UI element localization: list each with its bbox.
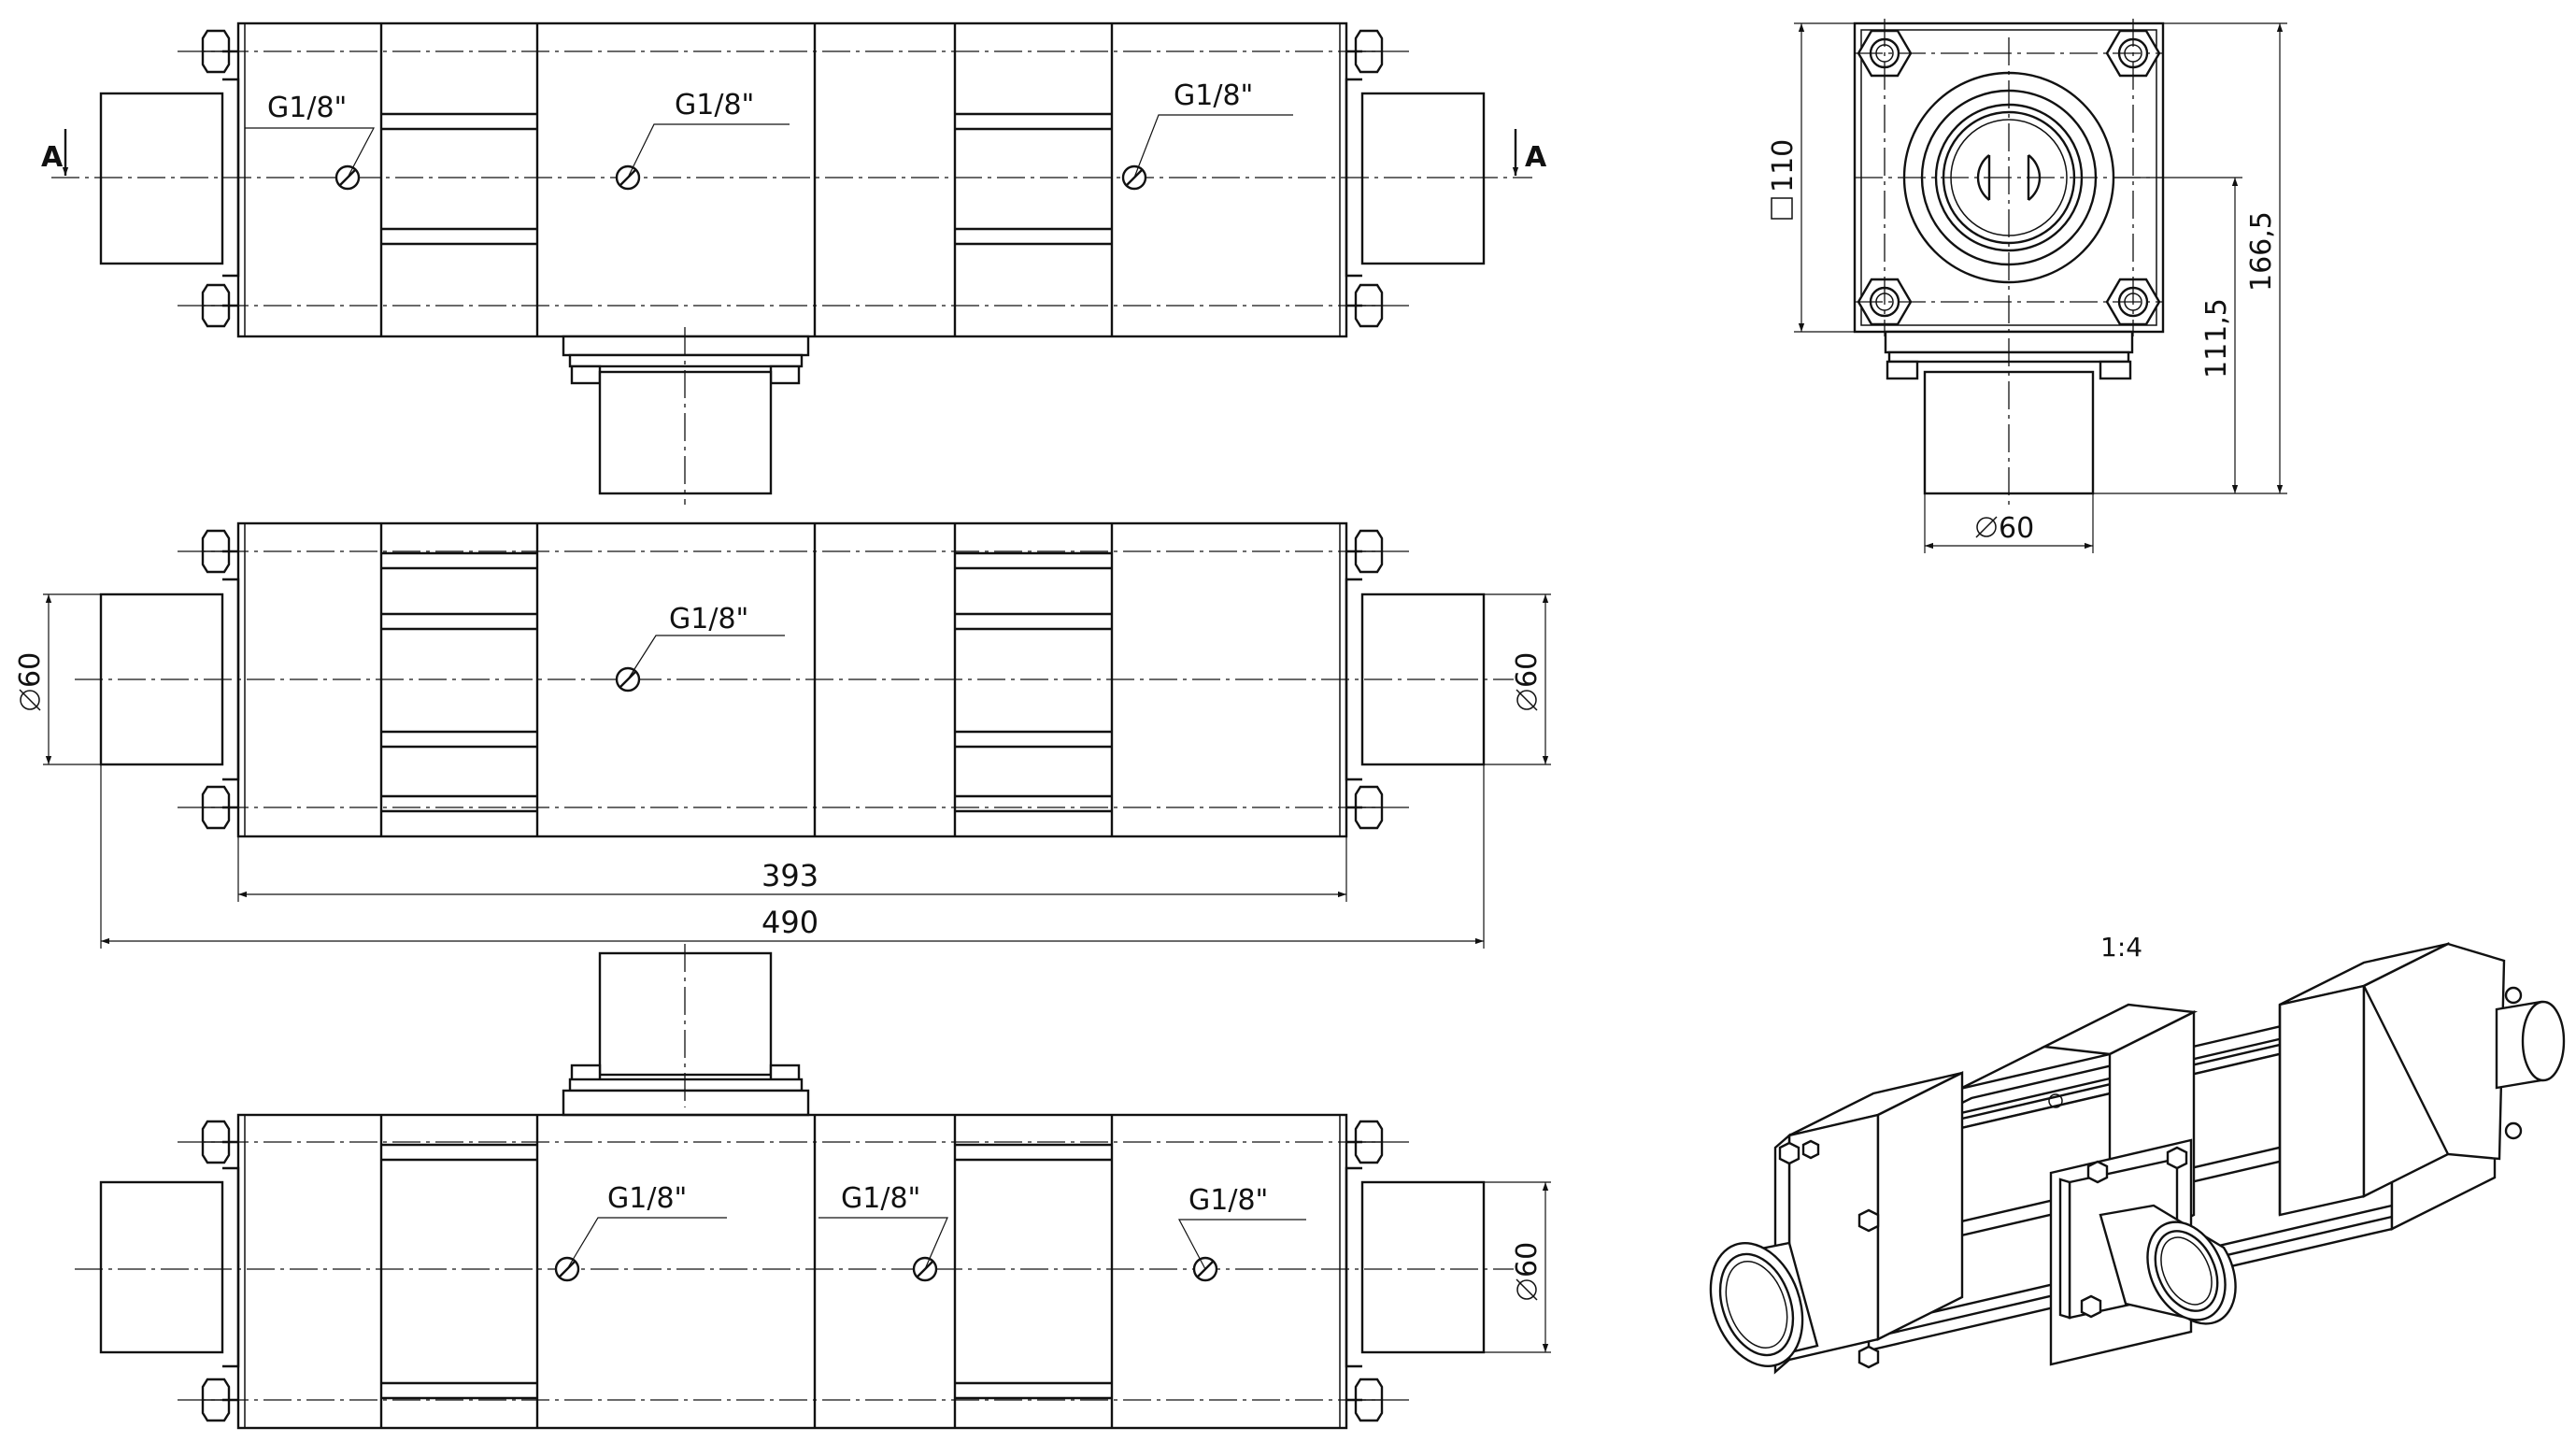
- body-outline: [236, 1113, 1348, 1430]
- dim-square-110: 110: [1767, 22, 1855, 333]
- svg-text:60: 60: [14, 652, 47, 688]
- bottom-outlet: [562, 335, 810, 495]
- svg-text:60: 60: [1511, 652, 1544, 688]
- scale-label: 1:4: [2100, 932, 2142, 963]
- svg-text:60: 60: [1999, 512, 2034, 545]
- svg-text:60: 60: [1511, 1242, 1544, 1278]
- dim-diameter-right: 60: [1484, 593, 1551, 765]
- svg-text:166,5: 166,5: [2245, 211, 2278, 292]
- svg-text:G1/8": G1/8": [1188, 1184, 1268, 1217]
- top-outlet: [562, 951, 810, 1117]
- front-view-top: A A G1/8" G1/8" G1/8": [41, 21, 1547, 505]
- svg-text:G1/8": G1/8": [675, 89, 754, 121]
- svg-text:393: 393: [761, 858, 818, 893]
- section-marker-left: A: [41, 129, 69, 176]
- svg-text:490: 490: [761, 905, 818, 940]
- svg-text:G1/8": G1/8": [607, 1182, 687, 1215]
- svg-text:A: A: [41, 141, 64, 174]
- isometric-view: 1:4: [1709, 932, 2566, 1375]
- svg-text:G1/8": G1/8": [841, 1182, 920, 1215]
- tie-rods: [381, 1143, 1112, 1400]
- thread-port-center: G1/8": [615, 603, 785, 692]
- svg-text:G1/8": G1/8": [669, 603, 748, 635]
- right-port-pipe: [1360, 92, 1486, 265]
- iso-left-bolts: [1778, 1139, 1880, 1369]
- tie-rods: [381, 112, 1112, 246]
- thread-port-2: G1/8": [615, 89, 790, 191]
- thread-port-1: G1/8": [245, 92, 375, 191]
- dim-length-490: 490: [100, 764, 1485, 949]
- dim-height-166: 166,5: [2093, 22, 2287, 494]
- svg-text:G1/8": G1/8": [1174, 79, 1253, 112]
- left-port-pipe: [99, 1180, 224, 1354]
- thread-port-3: G1/8": [1178, 1184, 1306, 1282]
- side-view: 110 166,5 111,5 60: [1767, 19, 2287, 553]
- flange-bolts: [201, 1120, 1384, 1422]
- thread-port-3: G1/8": [1121, 79, 1293, 191]
- iso-front-outlet: [2058, 1146, 2237, 1325]
- flange-bolts: [201, 529, 1384, 830]
- body-outline: [236, 21, 1348, 338]
- dim-diameter-outlet: 60: [1924, 493, 2094, 553]
- body-outline: [236, 521, 1348, 838]
- front-view-bottom: G1/8" G1/8" G1/8" 60: [75, 944, 1551, 1430]
- svg-text:A: A: [1525, 141, 1547, 174]
- left-port-pipe: [99, 92, 224, 265]
- dim-length-393: 393: [237, 836, 1347, 902]
- dim-diameter-left: 60: [14, 593, 101, 765]
- dim-diameter-right: 60: [1484, 1181, 1551, 1353]
- flange-bolts: [201, 29, 1384, 328]
- tie-rods: [381, 551, 1112, 813]
- svg-text:G1/8": G1/8": [267, 92, 347, 124]
- section-marker-right: A: [1512, 129, 1547, 176]
- dim-height-111: 111,5: [2113, 177, 2242, 493]
- svg-text:110: 110: [1767, 139, 1800, 193]
- svg-text:111,5: 111,5: [2200, 298, 2233, 378]
- thread-port-1: G1/8": [554, 1182, 727, 1282]
- plan-view-middle: G1/8" 60 60 393: [14, 521, 1551, 949]
- thread-port-2: G1/8": [818, 1182, 948, 1282]
- right-port-pipe: [1360, 1180, 1486, 1354]
